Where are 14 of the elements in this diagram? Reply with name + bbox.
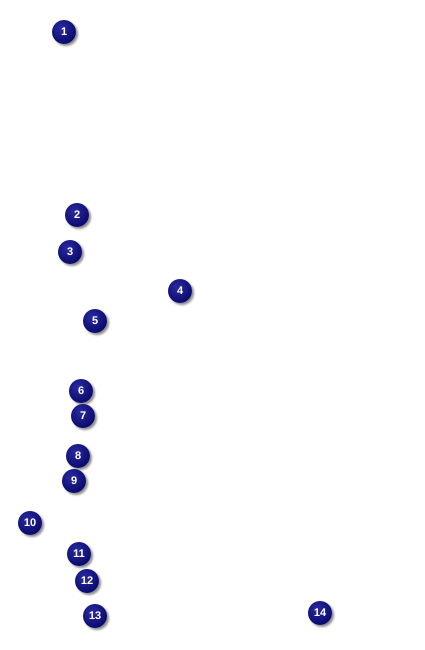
callout-number: 11 — [67, 542, 91, 566]
callout-number: 2 — [65, 203, 89, 227]
callout-number: 3 — [58, 240, 82, 264]
callout-number: 9 — [62, 469, 86, 493]
callout-number: 1 — [52, 20, 76, 44]
callout-number: 10 — [18, 511, 42, 535]
callout-number: 12 — [75, 569, 99, 593]
callout-number: 5 — [83, 309, 107, 333]
callout-number: 14 — [308, 601, 332, 625]
callout-number: 13 — [83, 604, 107, 628]
callout-number: 6 — [69, 379, 93, 403]
callout-number: 7 — [71, 404, 95, 428]
callout-number: 8 — [66, 444, 90, 468]
callout-number: 4 — [168, 279, 192, 303]
